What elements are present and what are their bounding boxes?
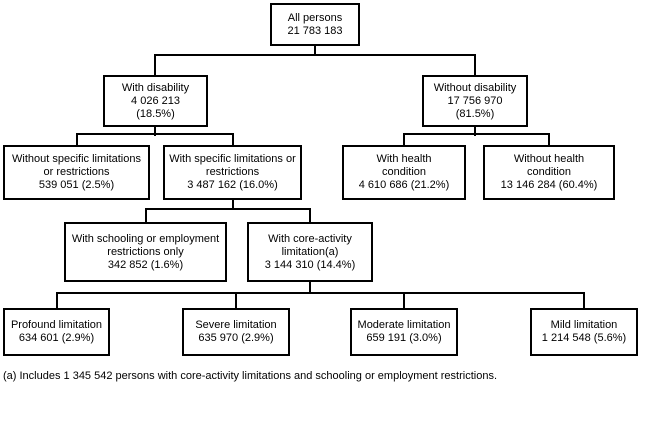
node-schooling-line-2: restrictions only [107, 245, 184, 258]
connector-without-disability-drop [474, 54, 476, 80]
connector-level2-rail [154, 54, 476, 56]
node-without-health-line-3: 13 146 284 (60.4%) [500, 179, 598, 191]
node-with-disability-line-2: 4 026 213 [131, 94, 180, 107]
connector-with-specific-stem [232, 195, 234, 210]
node-without-health-line-1: Without health [513, 153, 585, 165]
connector-without-health-drop [548, 133, 550, 150]
connector-with-disability-drop [154, 54, 156, 80]
connector-core-activity-drop [309, 208, 311, 227]
connector-mild-drop [583, 292, 585, 312]
node-without-disability-line-1: Without disability [433, 81, 517, 94]
node-all-persons-line-1: All persons [287, 11, 343, 24]
node-severe-line-1: Severe limitation [195, 319, 277, 331]
node-with-disability-line-3: (18.5%) [136, 107, 175, 120]
node-schooling-line-3: 342 852 (1.6%) [107, 258, 184, 271]
node-without-specific-limitations: Without specific limitations or restrict… [3, 145, 150, 200]
node-without-disability: Without disability 17 756 970 (81.5%) [422, 75, 528, 127]
node-moderate-line-2: 659 191 (3.0%) [366, 332, 442, 344]
connector-level3-right-rail [403, 133, 550, 135]
node-core-activity-line-1: With core-activity [268, 232, 352, 245]
connector-level5-rail [56, 292, 585, 294]
node-mild-line-2: 1 214 548 (5.6%) [541, 332, 627, 344]
connector-with-health-drop [403, 133, 405, 150]
node-with-health-line-2: condition [381, 166, 427, 178]
node-with-specific-line-2: restrictions [205, 166, 260, 178]
node-without-specific-line-3: 539 051 (2.5%) [38, 179, 115, 191]
connector-with-disability-stem [154, 122, 156, 136]
node-with-health-line-1: With health [376, 153, 432, 165]
node-without-disability-line-2: 17 756 970 [447, 94, 503, 107]
node-profound-line-1: Profound limitation [10, 319, 103, 331]
node-mild-line-1: Mild limitation [550, 319, 618, 331]
connector-level3-left-rail [76, 133, 234, 135]
node-all-persons-line-2: 21 783 183 [287, 24, 343, 37]
node-without-specific-line-2: or restrictions [43, 166, 110, 178]
node-without-health-condition: Without health condition 13 146 284 (60.… [483, 145, 615, 200]
node-with-health-condition: With health condition 4 610 686 (21.2%) [342, 145, 466, 200]
node-without-disability-line-3: (81.5%) [455, 107, 495, 120]
node-severe-line-2: 635 970 (2.9%) [198, 332, 274, 344]
connector-without-specific-drop [76, 133, 78, 150]
node-schooling-employment-restrictions: With schooling or employment restriction… [64, 222, 227, 282]
node-core-activity-line-2: limitation(a) [281, 245, 339, 258]
node-with-specific-limitations: With specific limitations or restriction… [163, 145, 302, 200]
connector-severe-drop [235, 292, 237, 312]
node-profound-limitation: Profound limitation 634 601 (2.9%) [3, 308, 110, 356]
connector-moderate-drop [403, 292, 405, 312]
node-with-disability: With disability 4 026 213 (18.5%) [103, 75, 208, 127]
node-profound-line-2: 634 601 (2.9%) [18, 332, 95, 344]
connector-without-disability-stem [474, 122, 476, 136]
connector-all-persons-stem [314, 40, 316, 56]
node-with-specific-line-3: 3 487 162 (16.0%) [187, 179, 278, 191]
node-core-activity-line-3: 3 144 310 (14.4%) [264, 258, 356, 271]
node-moderate-line-1: Moderate limitation [357, 319, 451, 331]
node-with-health-line-3: 4 610 686 (21.2%) [358, 179, 450, 191]
node-without-health-line-2: condition [526, 166, 572, 178]
node-mild-limitation: Mild limitation 1 214 548 (5.6%) [530, 308, 638, 356]
connector-core-activity-stem [309, 277, 311, 294]
connector-profound-drop [56, 292, 58, 312]
footnote: (a) Includes 1 345 542 persons with core… [3, 370, 498, 382]
node-schooling-line-1: With schooling or employment [71, 232, 220, 245]
node-severe-limitation: Severe limitation 635 970 (2.9%) [182, 308, 290, 356]
node-all-persons: All persons 21 783 183 [270, 3, 360, 46]
connector-with-specific-drop [232, 133, 234, 150]
node-without-specific-line-1: Without specific limitations [12, 153, 141, 165]
node-with-disability-line-1: With disability [121, 81, 190, 94]
node-moderate-limitation: Moderate limitation 659 191 (3.0%) [350, 308, 458, 356]
connector-with-schooling-drop [145, 208, 147, 227]
node-core-activity-limitation: With core-activity limitation(a) 3 144 3… [247, 222, 373, 282]
connector-level4-rail [145, 208, 311, 210]
node-with-specific-line-1: With specific limitations or [169, 153, 296, 165]
